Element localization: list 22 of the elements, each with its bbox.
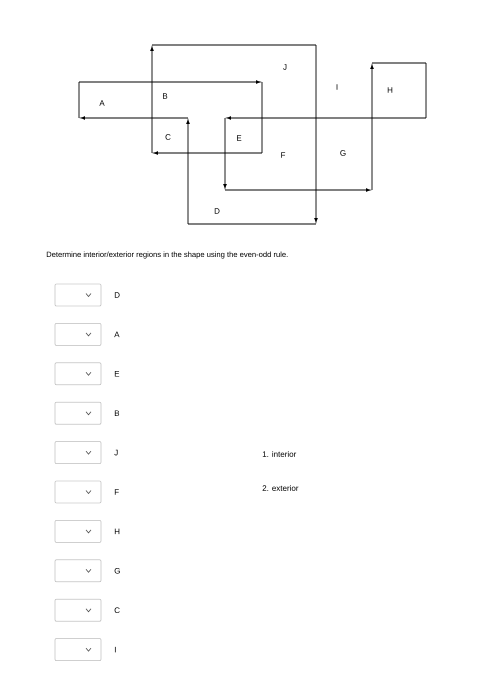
region-letter: G xyxy=(114,568,120,574)
region-letter: F xyxy=(114,489,119,495)
region-letter: E xyxy=(114,371,120,377)
region-letter: D xyxy=(114,292,120,298)
region-letter: C xyxy=(114,607,120,614)
region-letter: E xyxy=(237,135,242,141)
region-letter: F xyxy=(281,152,286,158)
region-letter: G xyxy=(340,150,346,156)
option-text: 1. interior xyxy=(262,451,296,457)
region-letter: D xyxy=(214,208,220,214)
option-text: 2. exterior xyxy=(262,485,298,491)
region-letter: H xyxy=(388,87,392,93)
region-letter: A xyxy=(99,100,105,106)
region-letter: J xyxy=(114,450,118,456)
region-letter: I xyxy=(114,646,116,652)
region-letter: I xyxy=(336,84,338,90)
region-letter: C xyxy=(166,134,171,140)
region-letter: B xyxy=(163,93,168,99)
region-letter: H xyxy=(114,528,120,534)
region-letter: A xyxy=(114,332,120,338)
region-letter: J xyxy=(283,64,286,70)
region-letter: B xyxy=(114,410,120,416)
